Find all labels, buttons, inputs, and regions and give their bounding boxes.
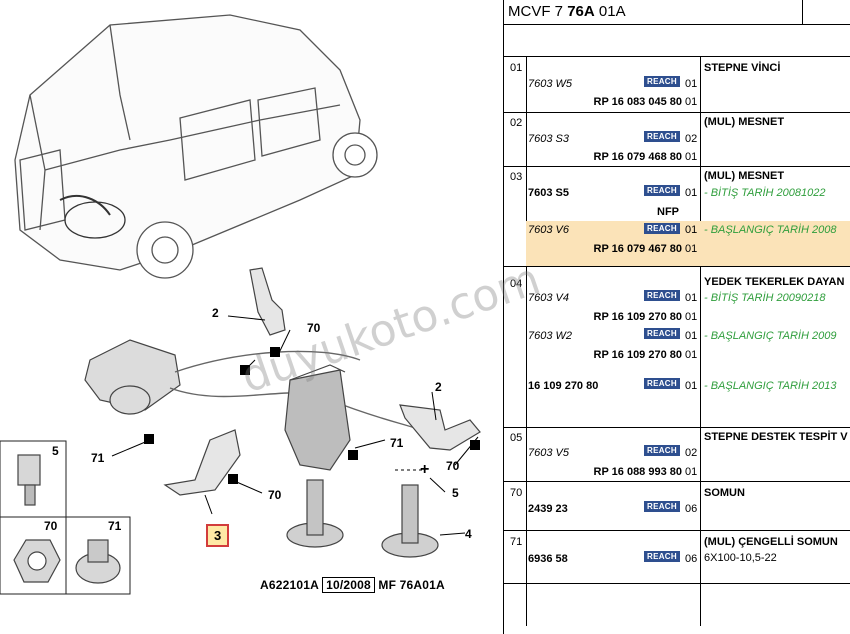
start-date-note: - BAŞLANGIÇ TARİH 2013 [704,380,837,392]
callout-71-left: 71 [91,451,105,465]
catalog-title: MCVF 7 76A 01A [508,3,626,20]
part-description: STEPNE VİNCİ [704,62,781,74]
reach-badge: REACH [644,328,680,339]
reach-badge: REACH [644,131,680,142]
hardware-inset [0,440,131,595]
reach-badge: REACH [644,76,680,87]
winch-part-1 [84,339,181,415]
callout-4: 4 [465,527,472,541]
row-highlight [526,221,850,266]
bracket-part-2-right [399,404,481,451]
callout-70-top: 70 [307,321,321,335]
diagram-reference: A622101A 10/2008 MF 76A01A [260,577,445,593]
bolt-assemblies-part-4 [286,479,439,558]
part-number: 7603 W5 [528,78,573,90]
parts-table: MCVF 7 76A 01A 01 7603 W5 REACH 01 RP 16… [503,0,850,634]
rp-number: RP 16 079 467 80 [593,243,682,255]
reach-badge: REACH [644,551,680,562]
diagram-date: 10/2008 [322,577,375,593]
part-number: 7603 S5 [528,187,569,199]
callout-markers [144,347,480,484]
start-date-note: - BAŞLANGIÇ TARİH 2008 [704,224,837,236]
spare-wheel-carrier [284,364,351,471]
part-description: (MUL) MESNET [704,116,785,128]
part-number: 7603 V6 [528,224,569,236]
rp-number: RP 16 088 993 80 [593,466,682,478]
callout-3-selected[interactable]: 3 [206,524,230,547]
part-description: STEPNE DESTEK TESPİT V [704,431,848,443]
callout-2-right: 2 [435,380,442,394]
part-number: 7603 V4 [528,292,569,304]
callout-5: 5 [452,486,459,500]
part-description: SOMUN [704,487,745,499]
end-date-note: - BİTİŞ TARİH 20081022 [704,187,826,199]
part-number: 16 109 270 80 [528,380,599,392]
nfp-label: NFP [657,206,679,218]
part-number: 6936 58 [528,553,568,565]
bracket-part-2-top [249,267,286,336]
spec-note: 6X100-10,5-22 [704,552,777,564]
rp-number: RP 16 079 468 80 [593,151,682,163]
reach-badge: REACH [644,223,680,234]
bracket-part-3 [163,429,241,496]
diagram-mf: MF 76A01A [378,578,445,592]
part-number: 2439 23 [528,503,568,515]
callout-2-top: 2 [212,306,219,320]
hardware-label-5: 5 [52,444,59,458]
callout-71-right: 71 [390,436,404,450]
reach-badge: REACH [644,445,680,456]
reach-badge: REACH [644,185,680,196]
rp-number: RP 16 109 270 80 [593,311,682,323]
diagram-code: A622101A [260,578,319,592]
callout-70-mid: 70 [268,488,282,502]
part-description: (MUL) MESNET [704,170,785,182]
reach-badge: REACH [644,290,680,301]
rp-number: RP 16 109 270 80 [593,349,682,361]
part-number: 7603 S3 [528,133,569,145]
part-description: (MUL) ÇENGELLİ SOMUN [704,536,838,548]
reach-badge: REACH [644,501,680,512]
hardware-parts [13,454,121,584]
part-number: 7603 W2 [528,330,573,342]
hardware-label-71: 71 [108,519,122,533]
reach-badge: REACH [644,378,680,389]
part-number: 7603 V5 [528,447,569,459]
rp-number: RP 16 083 045 80 [593,96,682,108]
end-date-note: - BİTİŞ TARİH 20090218 [704,292,826,304]
start-date-note: - BAŞLANGIÇ TARİH 2009 [704,330,837,342]
parts-diagram: + [0,14,481,595]
table-header: MCVF 7 76A 01A [504,0,850,25]
van-illustration [14,14,378,279]
callout-70-right: 70 [446,459,460,473]
plus-marker: + [420,461,429,478]
part-description: YEDEK TEKERLEK DAYAN [704,276,845,288]
hardware-label-70: 70 [44,519,58,533]
